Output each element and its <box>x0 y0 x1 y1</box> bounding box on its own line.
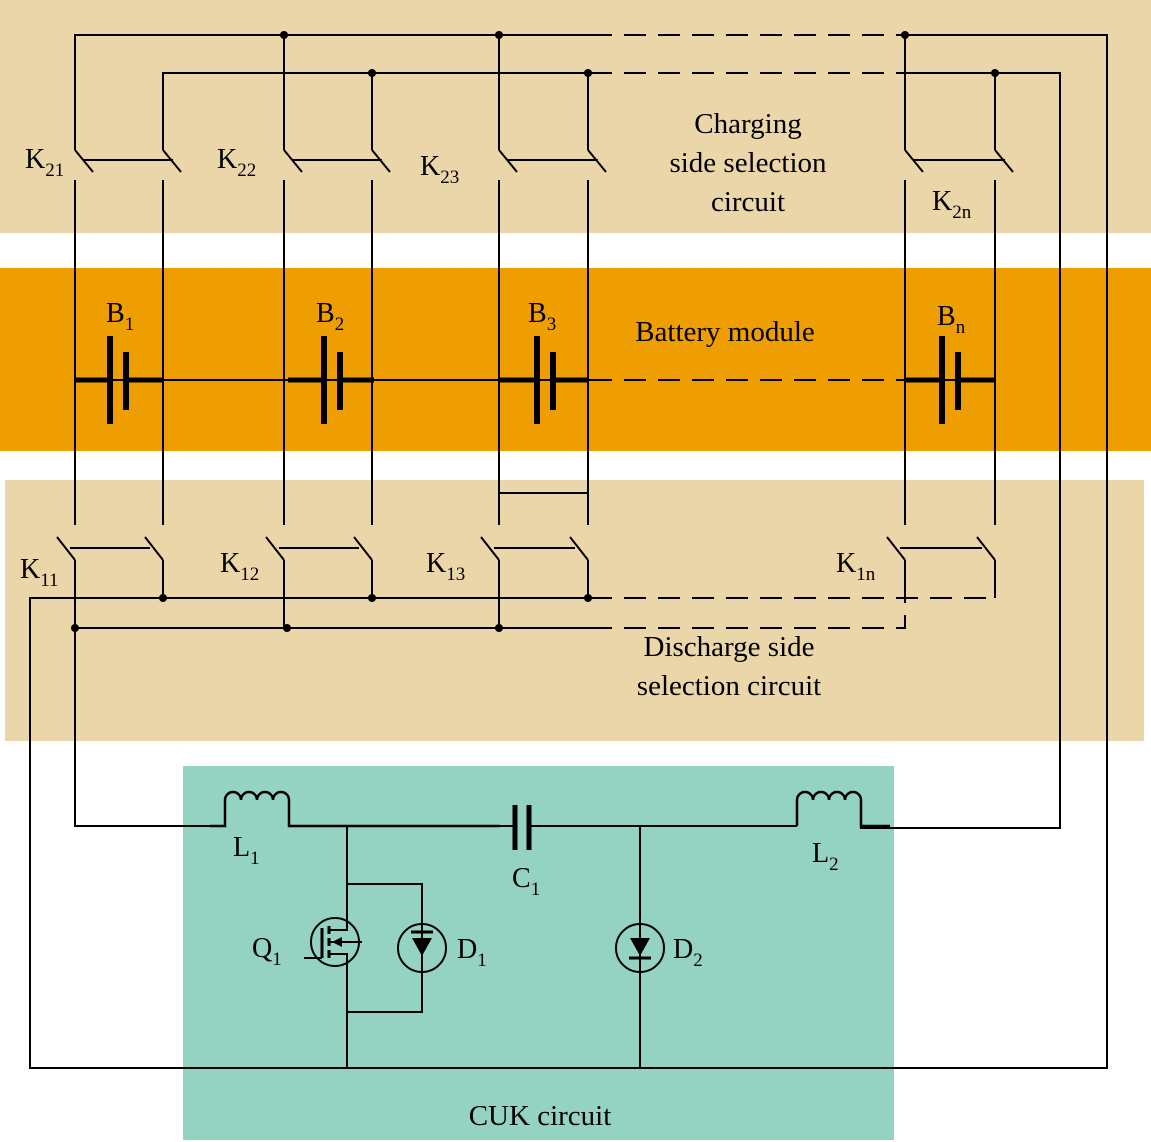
label-k22: K22 <box>217 144 256 181</box>
svg-text:L2: L2 <box>812 838 839 875</box>
label-l1: L1 <box>233 832 260 869</box>
label-k2n: K2n <box>932 186 972 223</box>
charging-bus-inner <box>162 72 1061 829</box>
discharge-selection-region <box>5 480 1144 741</box>
switch-k22 <box>283 149 391 525</box>
switch-k2n <box>904 149 1014 525</box>
charging-region-title-line2: side selection <box>669 147 827 179</box>
diode-d1-symbol <box>397 912 447 973</box>
svg-text:B2: B2 <box>316 298 344 335</box>
svg-text:C1: C1 <box>512 863 540 900</box>
svg-text:B1: B1 <box>106 298 134 335</box>
cuk-circuit-region <box>183 766 894 1140</box>
switch-k21 <box>74 149 182 525</box>
label-k11: K11 <box>20 554 59 591</box>
battery-b2-symbol <box>288 336 374 424</box>
svg-text:Bn: Bn <box>937 301 966 338</box>
label-k1n: K1n <box>836 548 876 585</box>
svg-text:B3: B3 <box>528 298 556 335</box>
svg-text:D1: D1 <box>457 934 487 971</box>
svg-text:K22: K22 <box>217 144 256 181</box>
switch-k23 <box>498 149 607 525</box>
label-b3: B3 <box>528 298 556 335</box>
battery-region-title: Battery module <box>635 316 815 348</box>
label-bn: Bn <box>937 301 966 338</box>
label-d1: D1 <box>457 934 487 971</box>
svg-text:K12: K12 <box>220 548 259 585</box>
svg-text:K13: K13 <box>426 548 465 585</box>
inductor-l2-symbol <box>795 790 890 828</box>
switch-k12 <box>265 536 373 628</box>
charging-bus-drops <box>283 35 996 150</box>
label-k23: K23 <box>420 151 459 188</box>
svg-text:K2n: K2n <box>932 186 972 223</box>
inductor-l1-symbol <box>210 790 500 828</box>
label-q1: Q1 <box>252 933 282 970</box>
label-k13: K13 <box>426 548 465 585</box>
charging-region-title-line3: circuit <box>711 186 785 218</box>
svg-text:D2: D2 <box>673 934 703 971</box>
charging-junction-dots <box>280 31 999 77</box>
discharge-region-title-line1: Discharge side <box>644 631 815 663</box>
svg-text:K23: K23 <box>420 151 459 188</box>
switch-k11 <box>56 536 164 598</box>
svg-text:K11: K11 <box>20 554 59 591</box>
label-b1: B1 <box>106 298 134 335</box>
svg-text:K21: K21 <box>25 144 64 181</box>
charging-bus-outer <box>29 34 1108 1069</box>
charging-selection-region <box>0 0 1151 233</box>
mosfet-q1-symbol <box>304 826 423 1068</box>
label-b2: B2 <box>316 298 344 335</box>
diode-d2-symbol <box>615 826 665 1068</box>
battery-module-region <box>0 268 1151 451</box>
battery-b3-symbol <box>499 336 588 424</box>
battery-bn-symbol <box>905 336 995 424</box>
label-c1: C1 <box>512 863 540 900</box>
charging-region-title-line1: Charging <box>694 108 801 140</box>
switch-k1n <box>886 536 996 598</box>
discharge-junction-dots <box>71 594 592 632</box>
svg-text:L1: L1 <box>233 832 260 869</box>
svg-text:K1n: K1n <box>836 548 876 585</box>
label-l2: L2 <box>812 838 839 875</box>
label-k12: K12 <box>220 548 259 585</box>
svg-text:Q1: Q1 <box>252 933 282 970</box>
capacitor-c1-symbol <box>500 805 797 850</box>
cuk-region-title: CUK circuit <box>469 1100 612 1132</box>
discharge-region-title-line2: selection circuit <box>637 670 821 702</box>
switch-k13 <box>480 536 589 628</box>
battery-b1-symbol <box>75 336 163 424</box>
label-k21: K21 <box>25 144 64 181</box>
label-d2: D2 <box>673 934 703 971</box>
